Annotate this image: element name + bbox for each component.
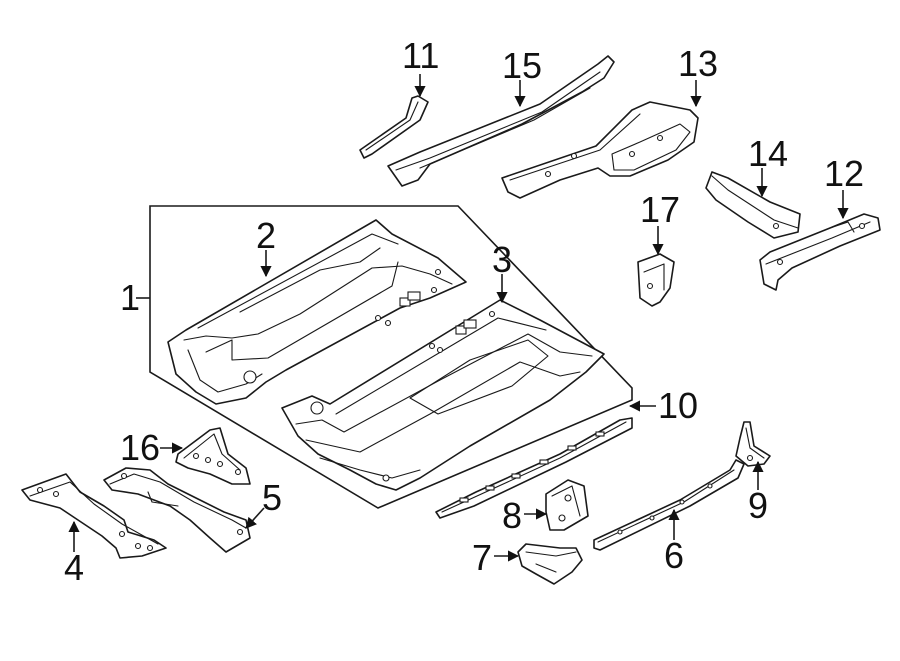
callout-14: 14	[748, 133, 788, 174]
part-11-rail[interactable]	[359, 95, 429, 159]
leader-arrows	[68, 74, 849, 562]
callout-11: 11	[402, 35, 439, 76]
callout-8: 8	[502, 495, 522, 536]
callout-4: 4	[64, 547, 84, 588]
part-10-rail[interactable]	[435, 417, 633, 519]
part-13-rear-rail[interactable]	[501, 101, 699, 199]
callout-7: 7	[472, 537, 492, 578]
part-15-rocker-sill[interactable]	[387, 55, 615, 187]
callout-15: 15	[502, 45, 542, 86]
callout-5: 5	[262, 477, 282, 518]
part-12-crossmember[interactable]	[759, 213, 881, 291]
part-9-bracket[interactable]	[735, 421, 771, 467]
part-3-right-floor-pan[interactable]	[281, 299, 605, 491]
callout-3: 3	[492, 239, 512, 280]
part-5-rear-crossmember[interactable]	[103, 467, 251, 553]
part-6-rail[interactable]	[593, 459, 745, 551]
part-16-bracket[interactable]	[175, 427, 251, 485]
part-8-bracket[interactable]	[545, 479, 589, 531]
part-4-front-crossmember[interactable]	[21, 473, 167, 559]
callout-6: 6	[664, 535, 684, 576]
callout-13: 13	[678, 43, 718, 84]
part-7-bracket[interactable]	[517, 543, 583, 585]
callout-16: 16	[120, 427, 160, 468]
group-frame-1	[149, 205, 633, 509]
callout-1: 1	[120, 277, 140, 318]
part-14-support[interactable]	[705, 171, 801, 239]
callout-12: 12	[824, 153, 864, 194]
callout-17: 17	[640, 189, 680, 230]
callout-2: 2	[256, 215, 276, 256]
part-2-left-floor-pan[interactable]	[167, 219, 467, 405]
callout-9: 9	[748, 485, 768, 526]
part-17-bracket[interactable]	[637, 253, 675, 307]
callout-labels: 1 2 3 4 5 6 7 8 9 10 11 12 13 14 15 16 1…	[64, 35, 864, 588]
callout-10: 10	[658, 385, 698, 426]
